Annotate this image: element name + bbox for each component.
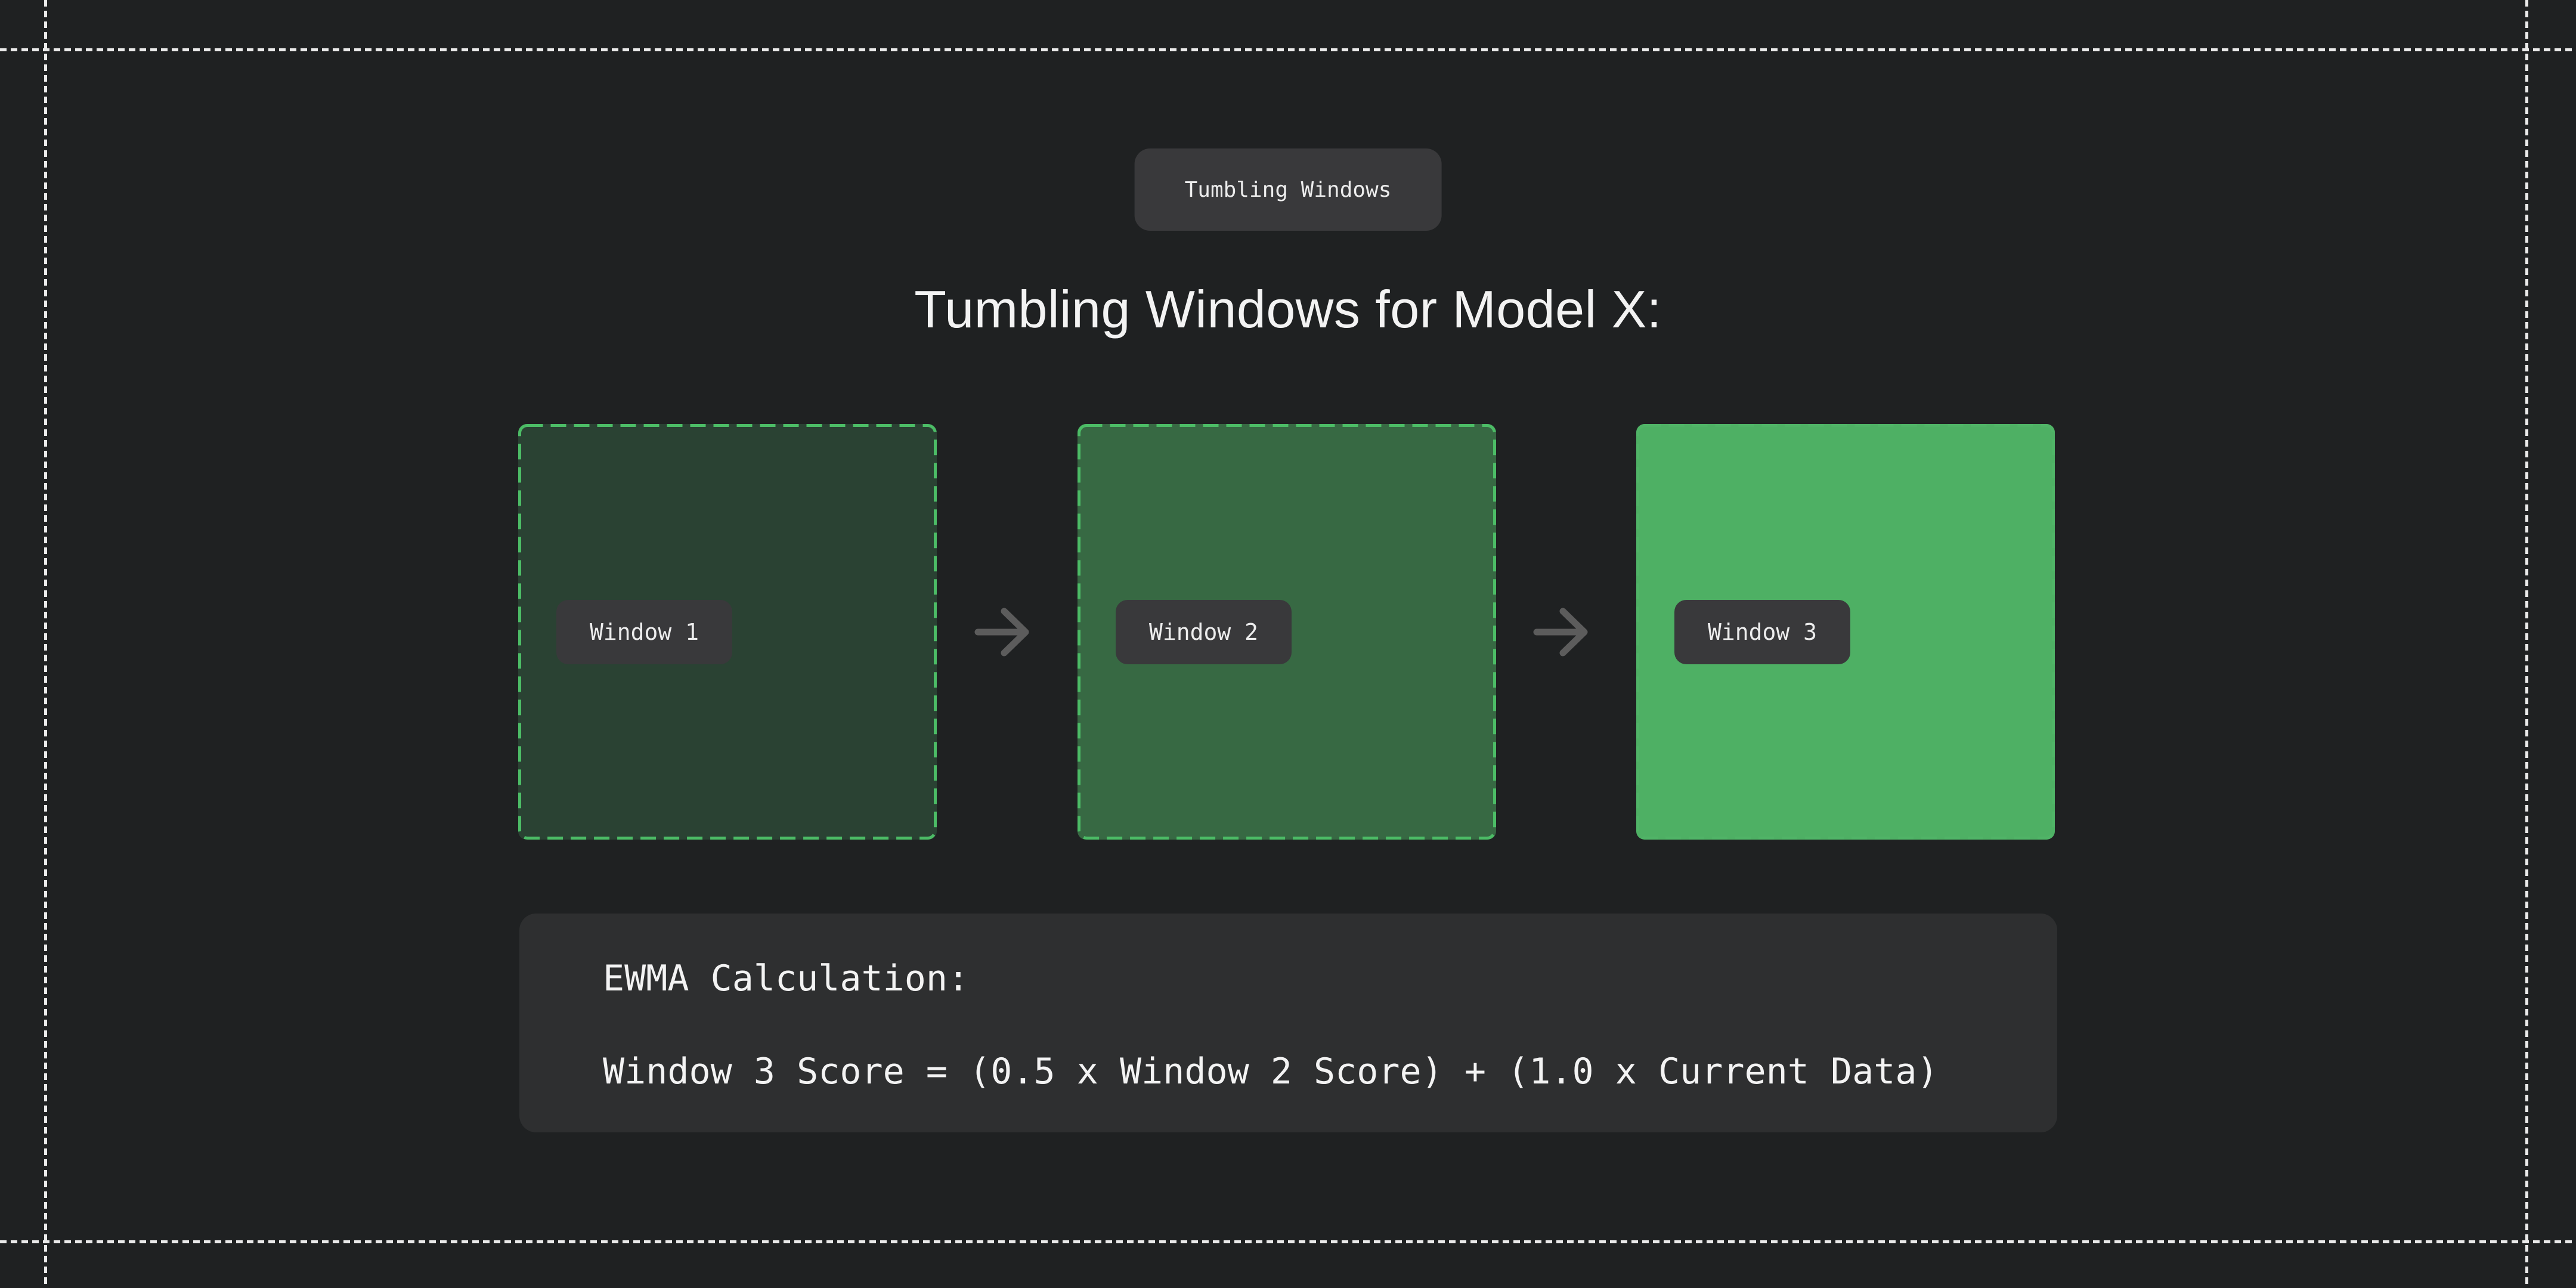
- frame-dashed-line-bottom: [0, 1240, 2576, 1243]
- badge-label: Tumbling Windows: [1184, 177, 1392, 202]
- tumbling-windows-badge[interactable]: Tumbling Windows: [1134, 148, 1442, 231]
- window-1-label-pill[interactable]: Window 1: [556, 599, 733, 664]
- window-3-box[interactable]: Window 3: [1636, 424, 2055, 840]
- window-3-label: Window 3: [1708, 618, 1818, 645]
- ewma-panel-formula: Window 3 Score = (0.5 x Window 2 Score) …: [603, 1051, 1939, 1092]
- window-3-dashed-border: [1636, 424, 2055, 840]
- window-3-label-pill[interactable]: Window 3: [1674, 599, 1851, 664]
- window-2-dashed-border: [1078, 424, 1496, 840]
- page-title: Tumbling Windows for Model X:: [914, 280, 1662, 339]
- ewma-calculation-panel[interactable]: EWMA Calculation: Window 3 Score = (0.5 …: [519, 914, 2057, 1132]
- frame-dashed-line-right: [2525, 0, 2528, 1288]
- window-2-box[interactable]: Window 2: [1078, 424, 1496, 840]
- frame-dashed-line-left: [44, 0, 47, 1288]
- arrow-right-icon: [974, 608, 1029, 657]
- window-1-box[interactable]: Window 1: [518, 424, 937, 840]
- ewma-panel-heading: EWMA Calculation:: [603, 958, 970, 999]
- window-1-label: Window 1: [590, 618, 699, 645]
- frame-dashed-line-top: [0, 48, 2576, 51]
- window-1-dashed-border: [518, 424, 937, 840]
- window-2-label: Window 2: [1149, 618, 1259, 645]
- arrow-right-icon: [1533, 608, 1588, 657]
- window-2-label-pill[interactable]: Window 2: [1116, 599, 1292, 664]
